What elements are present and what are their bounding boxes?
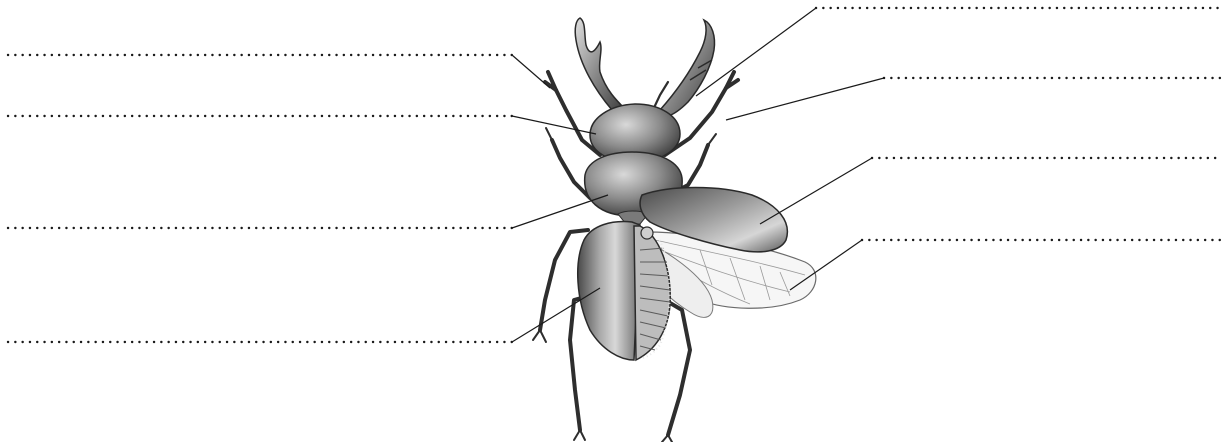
wing-joint	[641, 227, 653, 239]
beetle-elytron-closed	[578, 222, 640, 360]
mandibles	[575, 18, 714, 116]
leader-line-antenna	[512, 55, 550, 88]
leader-line-head	[512, 116, 596, 134]
beetle-illustration	[533, 18, 816, 442]
leader-line-elytron-open	[760, 158, 872, 224]
leader-line-leg	[726, 78, 884, 120]
leader-line-thorax	[512, 195, 608, 228]
